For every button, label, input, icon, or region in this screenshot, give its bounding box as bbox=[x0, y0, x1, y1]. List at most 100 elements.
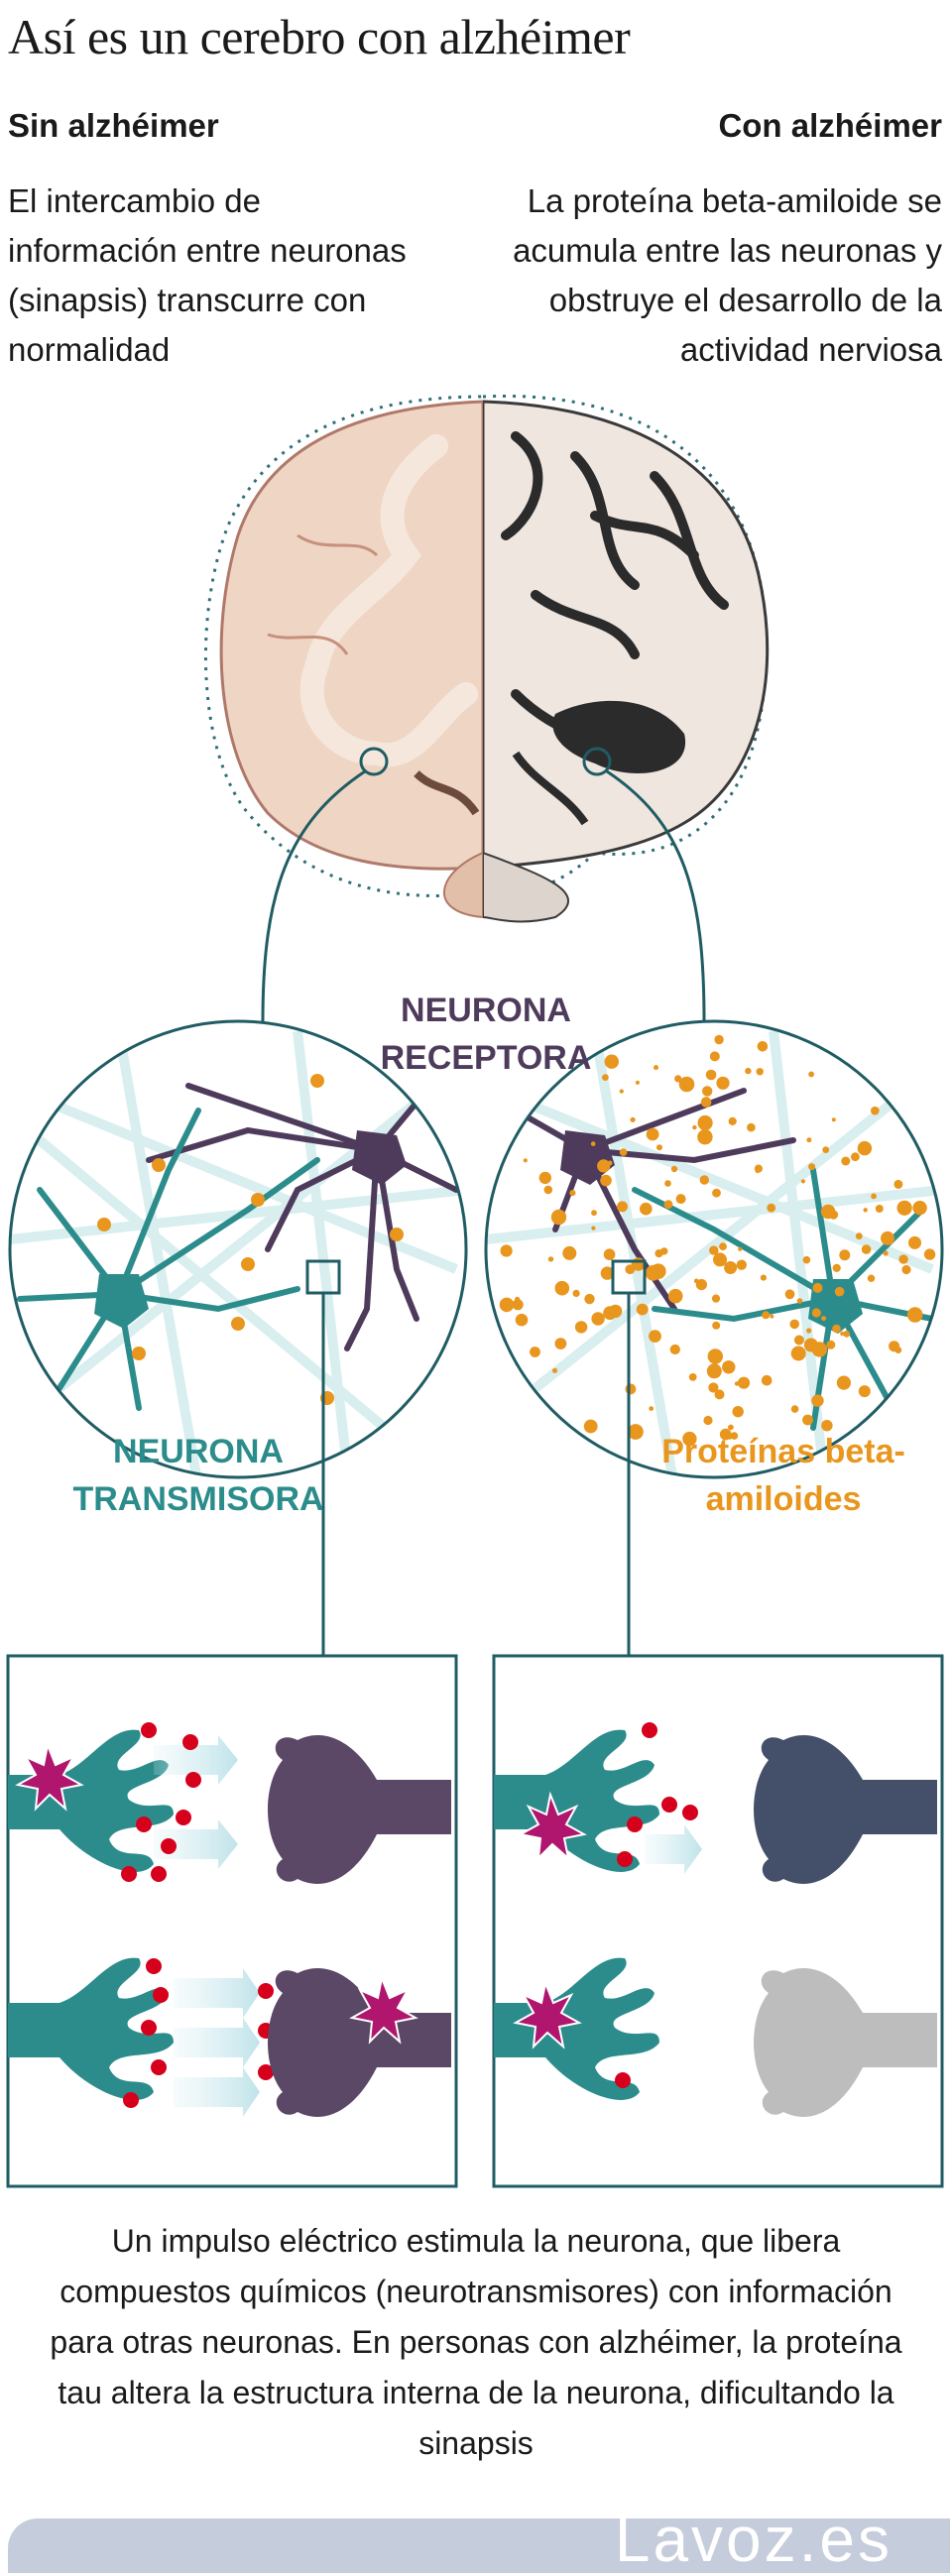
amyloid-dot bbox=[574, 1321, 588, 1334]
amyloid-dot bbox=[600, 1174, 612, 1187]
amyloid-dot bbox=[551, 1367, 558, 1373]
amyloid-dot bbox=[640, 1202, 653, 1216]
amyloid-dot bbox=[871, 1106, 880, 1115]
amyloid-dot bbox=[719, 1242, 727, 1250]
amyloid-dot bbox=[888, 1235, 894, 1242]
amyloid-dot bbox=[499, 1297, 515, 1313]
amyloid-dot bbox=[789, 1319, 799, 1330]
amyloid-dot bbox=[734, 1381, 740, 1386]
synapse-alzheimer-top bbox=[494, 1722, 937, 1884]
amyloid-dot bbox=[600, 1266, 615, 1280]
amyloid-dot bbox=[867, 1274, 876, 1282]
amyloid-dot bbox=[855, 1232, 863, 1240]
amyloid-dot bbox=[543, 1185, 553, 1195]
lavoz-logo[interactable]: Lavoz.es bbox=[614, 2504, 892, 2575]
amyloid-dot bbox=[697, 1129, 713, 1145]
amyloid-dot bbox=[569, 1190, 576, 1197]
amyloid-dot bbox=[656, 1144, 662, 1151]
amyloid-dot bbox=[908, 1235, 921, 1249]
amyloid-dot bbox=[697, 1114, 713, 1131]
healthy-brain-half bbox=[219, 400, 483, 919]
left-description: El intercambio de información entre neur… bbox=[8, 182, 407, 368]
amyloid-dot bbox=[713, 1252, 727, 1267]
amyloid-dot bbox=[625, 1264, 636, 1275]
amyloid-dot bbox=[728, 1424, 734, 1431]
amyloid-dot bbox=[603, 1306, 617, 1321]
amyloid-dot bbox=[747, 1122, 756, 1132]
amyloid-dot bbox=[583, 1419, 598, 1434]
amyloid-dot bbox=[767, 1203, 776, 1213]
amyloid-dot bbox=[693, 1278, 699, 1284]
amyloid-dot bbox=[806, 1328, 812, 1334]
amyloid-dot bbox=[821, 1316, 827, 1322]
amyloid-dot bbox=[912, 1205, 920, 1213]
amyloid-dot bbox=[898, 1254, 908, 1264]
amyloid-dot bbox=[709, 1245, 719, 1255]
alzheimer-brain-half bbox=[483, 400, 770, 923]
amyloid-dot bbox=[675, 1194, 686, 1205]
amyloid-dot bbox=[821, 1420, 833, 1432]
amyloid-dot bbox=[654, 1065, 658, 1071]
amyloid-dot bbox=[649, 1330, 661, 1343]
amyloid-dot bbox=[663, 1200, 673, 1209]
amyloid-dot bbox=[839, 1249, 851, 1261]
amyloid-dot bbox=[760, 1274, 768, 1281]
label-proteinas-beta-amiloides: Proteínas beta-amiloides bbox=[661, 1433, 905, 1518]
amyloid-dot bbox=[500, 1244, 513, 1257]
amyloid-dot bbox=[730, 1432, 739, 1440]
amyloid-dot bbox=[712, 1188, 721, 1198]
zoom-marker-left bbox=[359, 747, 389, 776]
amyloid-dot bbox=[796, 1298, 803, 1304]
amyloid-dot bbox=[617, 1201, 628, 1213]
amyloid-dot bbox=[635, 1080, 641, 1085]
amyloid-dot bbox=[523, 1158, 528, 1163]
amyloid-dot bbox=[708, 1382, 719, 1393]
amyloid-dot bbox=[875, 1205, 884, 1213]
amyloid-dot bbox=[515, 1296, 521, 1302]
amyloid-dot bbox=[811, 1394, 824, 1407]
amyloid-dot bbox=[841, 1156, 851, 1166]
amyloid-dot bbox=[790, 1346, 806, 1361]
amyloid-dot bbox=[530, 1347, 540, 1357]
amyloid-dot bbox=[547, 1256, 554, 1262]
amyloid-dot bbox=[625, 1383, 637, 1395]
amyloid-dot bbox=[836, 1375, 852, 1390]
amyloid-dot bbox=[706, 1363, 722, 1379]
amyloid-dot bbox=[820, 1204, 836, 1220]
amyloid-dot bbox=[812, 1282, 823, 1293]
amyloid-dot bbox=[651, 1263, 666, 1279]
amyloid-dot bbox=[832, 1263, 841, 1272]
amyloid-dot bbox=[737, 1376, 751, 1389]
amyloid-dot bbox=[851, 1152, 860, 1162]
amyloid-dot bbox=[840, 1331, 845, 1337]
amyloid-dot bbox=[664, 1180, 671, 1187]
amyloid-dot bbox=[831, 1117, 836, 1122]
synapse-alzheimer-bottom bbox=[494, 1957, 937, 2117]
amyloid-dot bbox=[732, 1406, 744, 1418]
amyloid-dot bbox=[590, 1141, 596, 1146]
amyloid-dot bbox=[757, 1041, 769, 1052]
amyloid-dot bbox=[832, 1324, 841, 1334]
amyloid-dot bbox=[711, 1294, 721, 1303]
synapse-healthy-top bbox=[8, 1722, 451, 1884]
amyloid-dot bbox=[602, 1074, 609, 1081]
amyloid-dot bbox=[619, 1148, 628, 1156]
amyloid-dot bbox=[670, 1165, 678, 1173]
amyloid-dot bbox=[619, 1089, 624, 1094]
amyloid-dot bbox=[591, 1226, 596, 1230]
amyloid-dot bbox=[894, 1347, 902, 1353]
amyloid-dot bbox=[700, 1097, 712, 1108]
amyloid-dot bbox=[515, 1313, 529, 1327]
amyloid-dot bbox=[756, 1068, 764, 1076]
amyloid-dot bbox=[688, 1373, 697, 1381]
amyloid-dot bbox=[563, 1246, 574, 1258]
amyloid-dot bbox=[811, 1308, 821, 1318]
amyloid-dot bbox=[699, 1175, 709, 1185]
amyloid-dot bbox=[667, 1288, 683, 1304]
amyloid-dot bbox=[881, 1230, 894, 1245]
amyloid-dot bbox=[871, 1193, 877, 1200]
amyloid-dot bbox=[597, 1159, 611, 1173]
amyloid-dot bbox=[784, 1289, 795, 1300]
right-description: La proteína beta-amiloide se acumula ent… bbox=[513, 182, 942, 368]
amyloid-dot bbox=[858, 1385, 871, 1398]
